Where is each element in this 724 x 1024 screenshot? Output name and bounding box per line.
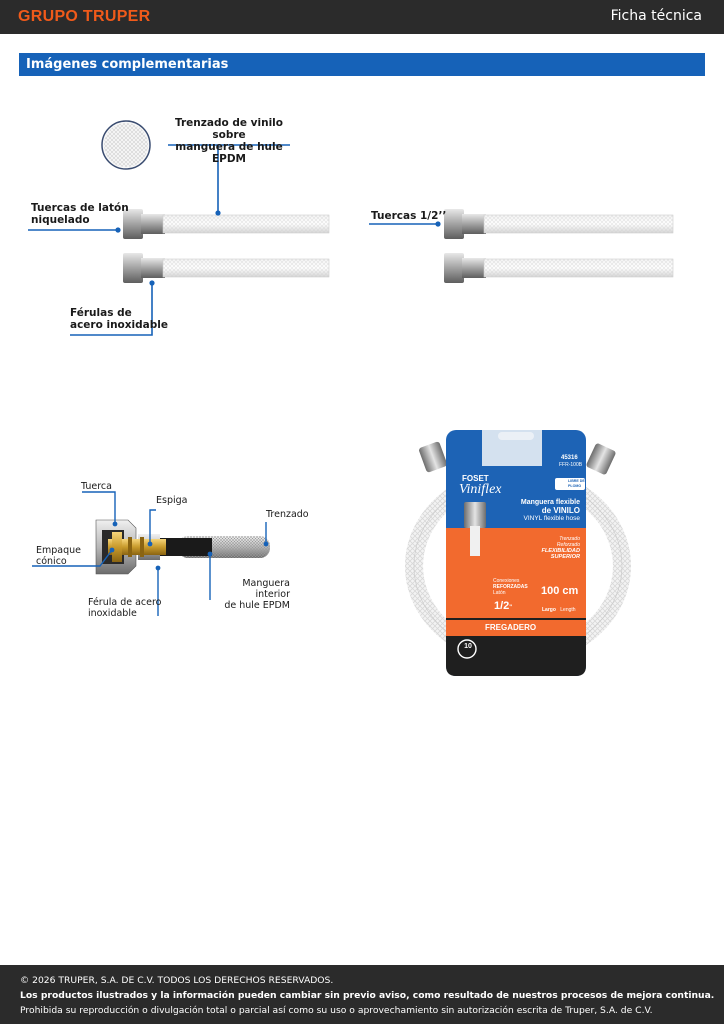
- header-bar: GRUPO TRUPER Ficha técnica: [0, 0, 724, 34]
- package-warranty: 10: [464, 643, 472, 650]
- nut-bottom-right: [444, 253, 464, 283]
- section-title: Imágenes complementarias: [26, 57, 229, 72]
- package-code: 45316: [561, 455, 578, 461]
- footer: © 2026 TRUPER, S.A. DE C.V. TODOS LOS DE…: [0, 965, 724, 1024]
- label-nuts: Tuercas de latón niquelado: [31, 202, 129, 226]
- footer-prohibition: Prohibida su reproducción o divulgación …: [20, 1005, 653, 1016]
- footer-copyright: © 2026 TRUPER, S.A. DE C.V. TODOS LOS DE…: [20, 975, 334, 986]
- nut-bottom-left: [123, 253, 143, 283]
- nut-top-left: [123, 209, 143, 239]
- cutaway-diagram: [32, 491, 270, 616]
- package-brand: FOSET: [462, 474, 489, 483]
- product-package-image: [405, 430, 631, 676]
- package-length: 100 cm: [541, 585, 579, 597]
- document-type: Ficha técnica: [610, 8, 702, 24]
- label-ferrule-cutaway: Férula de acero inoxidable: [88, 597, 162, 619]
- brand-logo: GRUPO TRUPER: [18, 8, 151, 25]
- label-braid: Trenzado de vinilo sobre manguera de hul…: [175, 117, 283, 165]
- hose-diagram-annotated: [28, 120, 674, 336]
- label-nuts-half-inch: Tuercas 1/2’’: [371, 210, 447, 222]
- package-size: 1/2": [494, 600, 513, 612]
- label-nut: Tuerca: [81, 481, 112, 492]
- package-lead-free-badge: LIBRE DE PLOMO: [555, 478, 585, 490]
- package-product-line: Viniflex: [459, 482, 502, 497]
- package-feature: Trenzado Reforzado FLEXIBILIDAD SUPERIOR: [541, 536, 580, 560]
- package-model: FFR-100B: [559, 462, 583, 468]
- label-inner-hose: Manguera interior de hule EPDM: [224, 578, 290, 611]
- package-length-label: Largo Length: [542, 607, 576, 613]
- nut-top-right: [444, 209, 464, 239]
- label-ferrules: Férulas de acero inoxidable: [70, 307, 168, 331]
- cutaway-inner-hose: [152, 538, 212, 556]
- label-spigot: Espiga: [156, 495, 188, 506]
- label-gasket: Empaque cónico: [36, 545, 82, 567]
- footer-notice: Los productos ilustrados y la informació…: [20, 990, 715, 1001]
- package-desc: Manguera flexible de VINILO VINYL flexib…: [520, 499, 580, 522]
- label-braid-cutaway: Trenzado: [266, 509, 309, 520]
- package-spec: Conexiones REFORZADAS Latón: [493, 578, 528, 596]
- section-header: Imágenes complementarias: [19, 53, 705, 76]
- package-use: FREGADERO: [485, 623, 537, 632]
